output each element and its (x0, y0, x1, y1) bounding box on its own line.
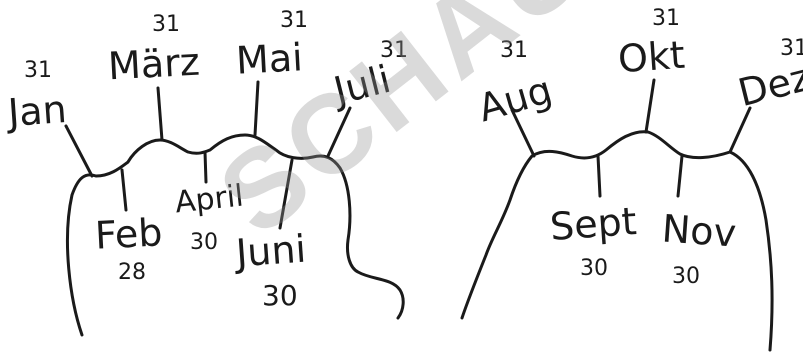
days-dez: 31 (780, 36, 803, 61)
month-mai: Mai (234, 35, 304, 83)
month-jan: Jan (6, 87, 69, 135)
knuckle-line-jan (64, 124, 94, 178)
days-nov: 30 (672, 264, 700, 289)
knuckle-line-sept (596, 154, 602, 198)
days-sept: 30 (580, 256, 608, 281)
knuckle-line-feb (120, 168, 128, 212)
knuckle-line-dez (728, 106, 752, 154)
knuckle-line-april (203, 150, 208, 184)
month-maerz: März (106, 39, 201, 89)
knuckle-line-maerz (156, 86, 164, 142)
days-maerz: 31 (152, 12, 180, 37)
left-hand-outline (65, 133, 405, 337)
days-feb: 28 (118, 260, 146, 285)
days-mai: 31 (280, 8, 308, 33)
month-sept: Sept (548, 199, 638, 249)
knuckle-line-mai (253, 80, 260, 137)
days-april: 30 (190, 230, 218, 255)
right-hand-outline (460, 130, 774, 352)
knuckle-line-juni (278, 158, 294, 230)
month-nov: Nov (660, 206, 738, 256)
knuckle-line-nov (676, 154, 684, 198)
month-okt: Okt (616, 32, 687, 82)
knuckle-line-aug (510, 108, 536, 158)
days-jan: 31 (24, 58, 52, 83)
days-okt: 31 (652, 6, 680, 31)
days-aug: 31 (500, 38, 528, 63)
knuckle-line-okt (644, 78, 656, 134)
days-juni: 30 (262, 279, 298, 312)
month-feb: Feb (93, 210, 164, 258)
days-juli: 31 (380, 38, 408, 63)
knuckle-line-juli (326, 106, 352, 158)
